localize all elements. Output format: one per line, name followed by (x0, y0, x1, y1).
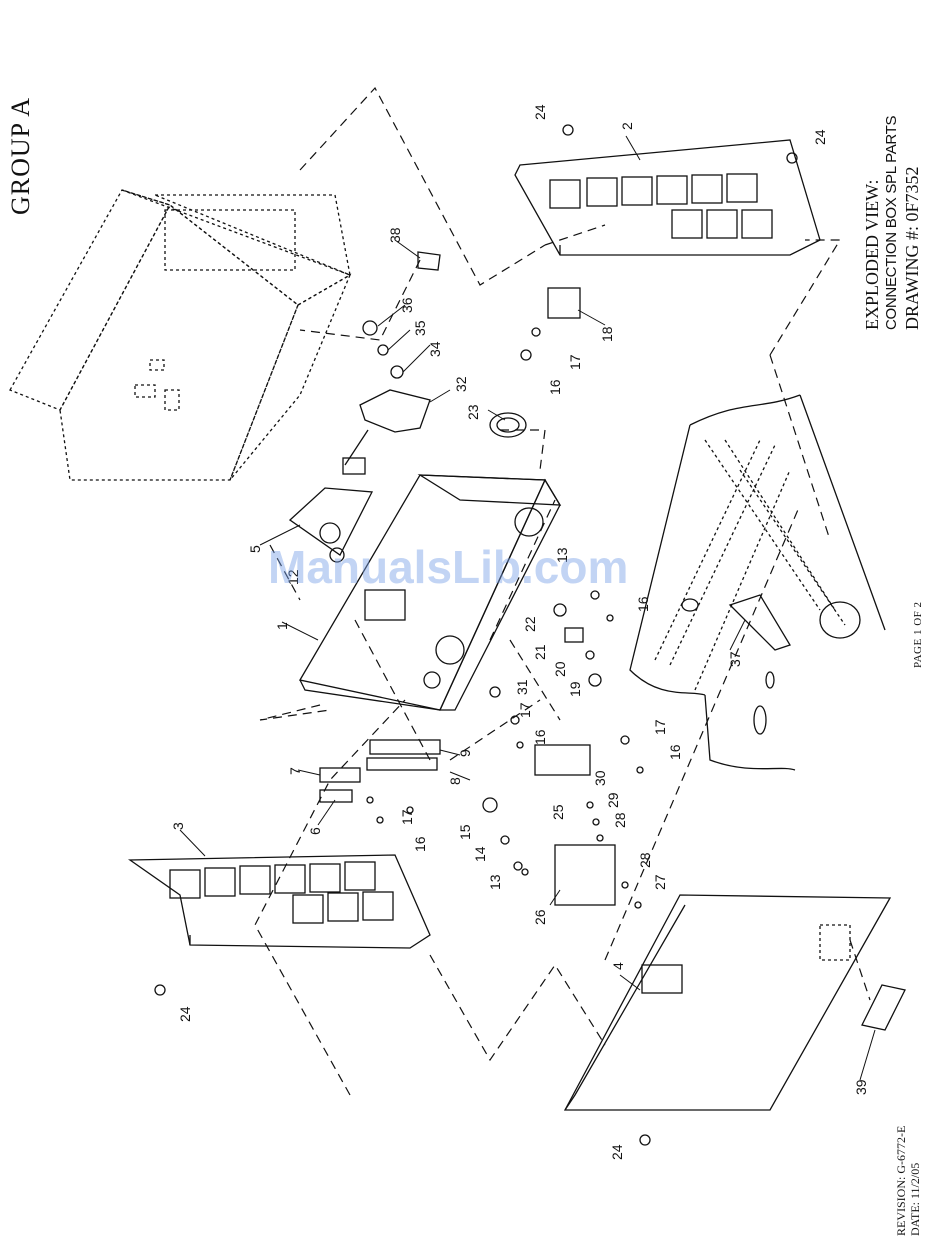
phantom-enclosure (10, 190, 350, 480)
callout-17-d: 17 (567, 354, 583, 370)
callout-16-d: 16 (667, 744, 683, 760)
callout-2: 2 (619, 122, 635, 130)
callout-14: 14 (472, 846, 488, 862)
callout-7: 7 (287, 767, 303, 775)
callout-22: 22 (522, 616, 538, 632)
callout-17-b: 17 (517, 702, 533, 718)
callout-37: 37 (727, 651, 743, 667)
callout-29: 29 (605, 792, 621, 808)
callout-16-b: 16 (532, 729, 548, 745)
leader-lines (180, 136, 875, 1080)
callout-20: 20 (552, 661, 568, 677)
callout-34: 34 (427, 341, 443, 357)
callout-16-e: 16 (547, 379, 563, 395)
callout-32: 32 (453, 376, 469, 392)
callout-15: 15 (457, 824, 473, 840)
part-4-cover (565, 895, 905, 1110)
callout-17-a: 17 (399, 809, 415, 825)
callout-1: 1 (274, 622, 290, 630)
callout-6: 6 (307, 827, 323, 835)
callout-19: 19 (567, 681, 583, 697)
callout-24-d: 24 (609, 1144, 625, 1160)
callout-13-lower: 13 (487, 874, 503, 890)
callout-36: 36 (399, 297, 415, 313)
callout-3: 3 (170, 822, 186, 830)
part-2-side-panel (515, 140, 820, 255)
watermark: ManualsLib.com (268, 540, 628, 594)
generator-frame (630, 395, 885, 770)
part-3-side-panel (130, 855, 430, 948)
callout-labels: 1 2 3 4 5 6 7 8 9 12 13 13 14 15 16 16 1… (170, 104, 869, 1160)
callout-21: 21 (532, 644, 548, 660)
small-parts (155, 125, 797, 1145)
callout-28-b: 28 (637, 852, 653, 868)
callout-39: 39 (853, 1079, 869, 1095)
callout-4: 4 (610, 962, 626, 970)
callout-23: 23 (465, 404, 481, 420)
callout-28-a: 28 (612, 812, 628, 828)
callout-16-a: 16 (412, 836, 428, 852)
callout-24-c: 24 (177, 1006, 193, 1022)
callout-8: 8 (447, 777, 463, 785)
callout-24-a: 24 (532, 104, 548, 120)
callout-25: 25 (550, 804, 566, 820)
callout-16-c: 16 (635, 596, 651, 612)
callout-9: 9 (457, 749, 473, 757)
callout-5: 5 (247, 545, 263, 553)
callout-38: 38 (387, 227, 403, 243)
callout-18: 18 (599, 326, 615, 342)
callout-27: 27 (652, 874, 668, 890)
callout-24-b: 24 (812, 129, 828, 145)
callout-31: 31 (514, 679, 530, 695)
callout-30: 30 (592, 770, 608, 786)
callout-17-c: 17 (652, 719, 668, 735)
callout-26: 26 (532, 909, 548, 925)
callout-35: 35 (412, 320, 428, 336)
part-32-module (343, 390, 430, 474)
